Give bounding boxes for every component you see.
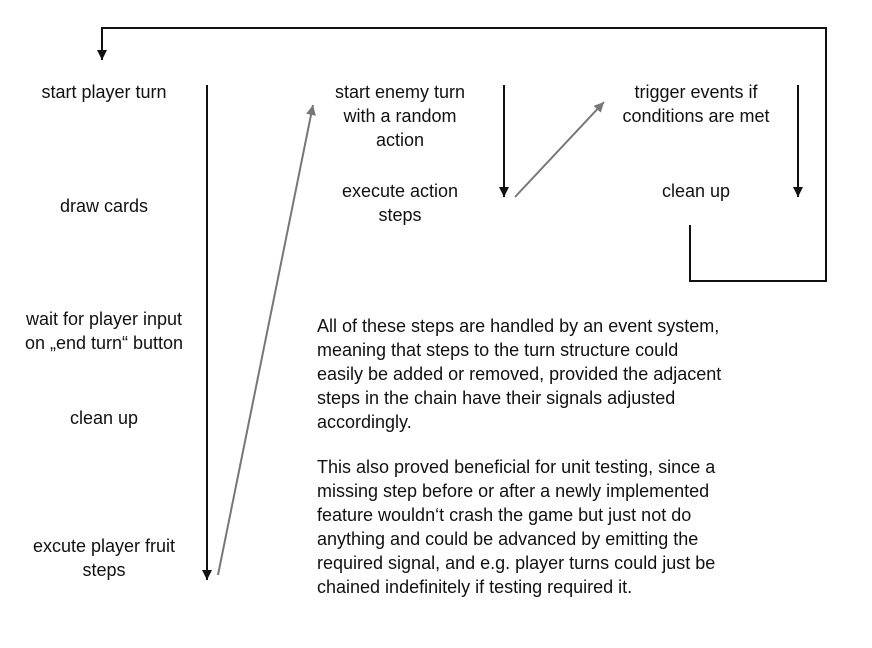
step-events-clean-up: clean up — [661, 181, 731, 201]
step-start-enemy-turn: start enemy turn with a random action — [334, 82, 466, 150]
description-paragraph-1: All of these steps are handled by an eve… — [317, 316, 722, 432]
step-player-clean-up: clean up — [69, 408, 139, 428]
step-start-player-turn: start player turn — [41, 82, 167, 102]
player-to-enemy-arrow — [217, 104, 316, 576]
step-execute-action: execute action steps — [341, 181, 459, 225]
step-execute-player-fruit: excute player fruit steps — [32, 536, 176, 580]
description-paragraph-2: This also proved beneficial for unit tes… — [317, 457, 716, 597]
step-draw-cards: draw cards — [59, 196, 149, 216]
step-trigger-events: trigger events if conditions are met — [622, 82, 770, 126]
loop-back-arrow — [97, 27, 827, 282]
enemy-to-events-arrow — [514, 101, 605, 198]
step-wait-for-player-input: wait for player input on „end turn“ butt… — [24, 309, 184, 353]
